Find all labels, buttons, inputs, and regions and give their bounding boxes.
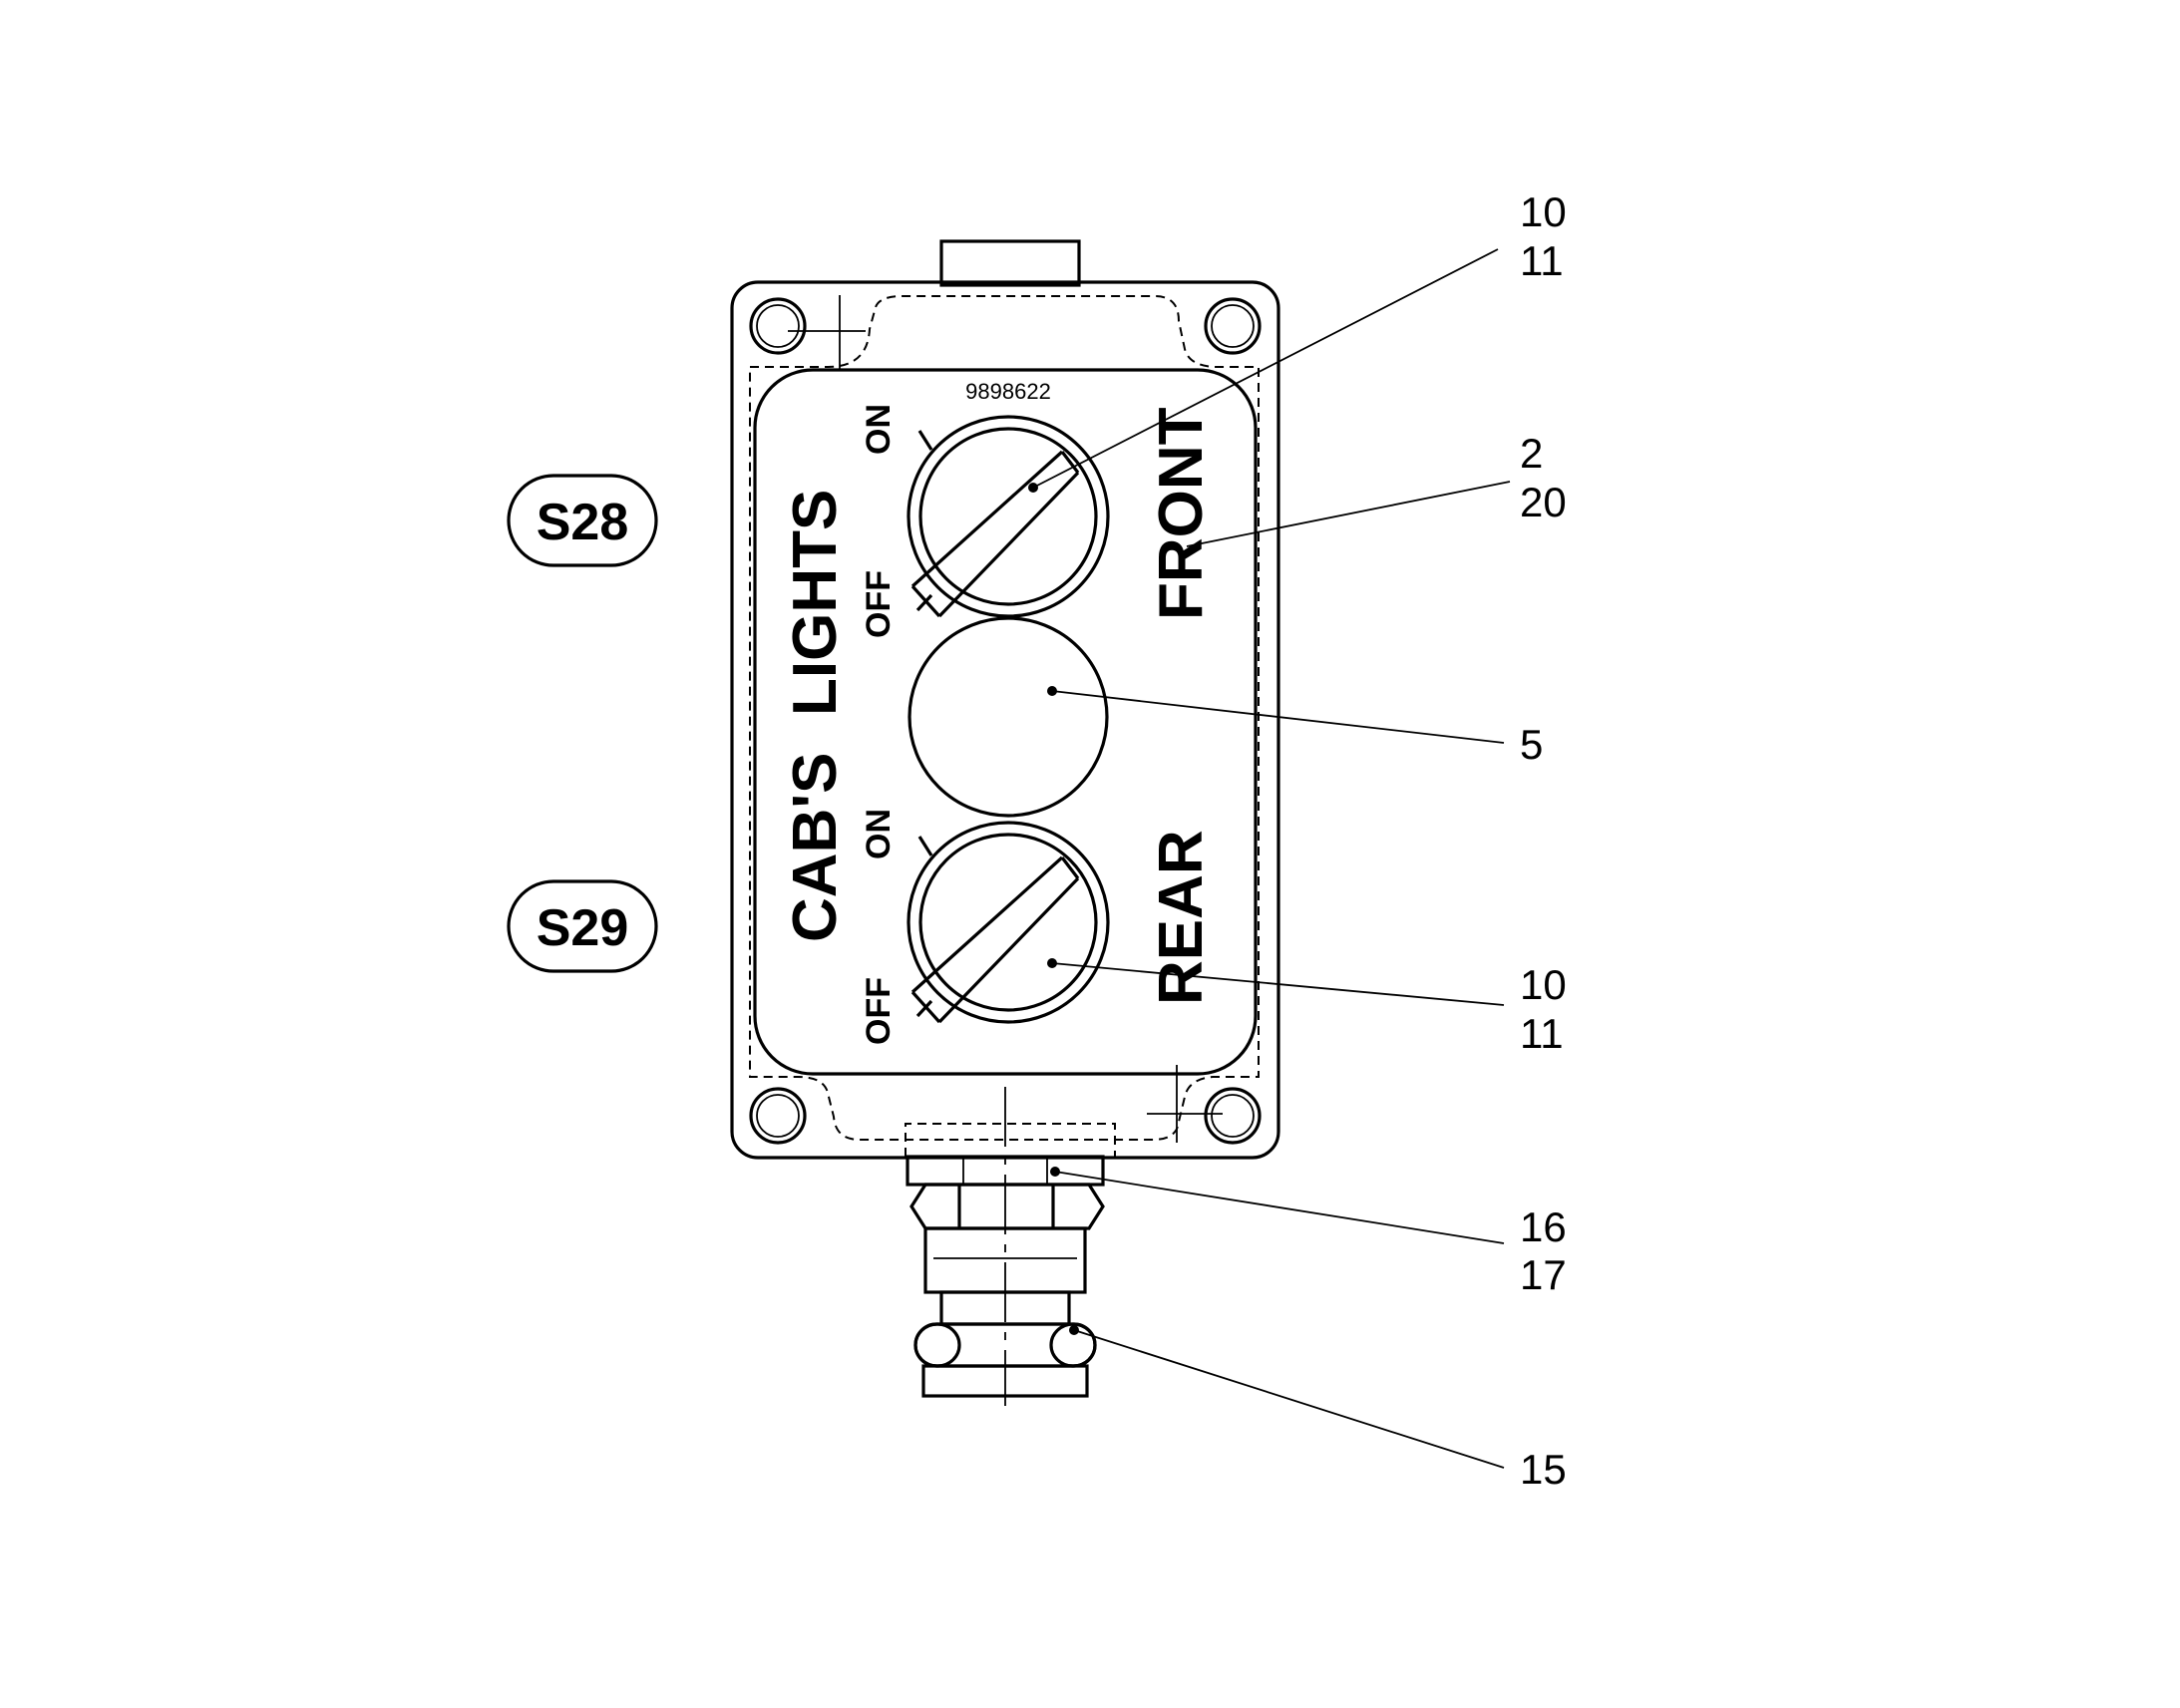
top-connector (939, 239, 1081, 287)
rear-label: REAR (1147, 830, 1216, 1005)
screw-bottom-right (1204, 1087, 1262, 1145)
reference-tag-s29: S29 (507, 879, 658, 973)
screw-top-left (749, 297, 807, 355)
cable-gland (906, 1155, 1105, 1398)
callout-number: 10 (1520, 188, 1567, 235)
upper-off-label: OFF (860, 570, 898, 638)
front-label: FRONT (1147, 407, 1216, 620)
callout-number: 5 (1520, 721, 1543, 768)
svg-text:S29: S29 (537, 899, 629, 957)
cabs-label: CAB'S (781, 753, 850, 942)
callout-number: 2 (1520, 430, 1543, 477)
callout-number: 11 (1520, 237, 1564, 284)
switch-lower (907, 821, 1110, 1024)
callout-leaders (1028, 248, 1511, 1469)
screw-bottom-left (749, 1087, 807, 1145)
lower-off-label: OFF (860, 977, 898, 1045)
hidden-bottom-boss (905, 1123, 1116, 1157)
callout-number: 16 (1520, 1203, 1567, 1250)
callout-number: 10 (1520, 961, 1567, 1008)
callout-number: 15 (1520, 1446, 1567, 1493)
lower-on-label: ON (860, 809, 898, 859)
center-mark-bottom (1147, 1065, 1223, 1143)
svg-text:S28: S28 (537, 494, 629, 551)
label-plate (753, 368, 1258, 1076)
center-mark-top (788, 295, 866, 371)
hidden-inner-outline (749, 295, 1260, 1141)
blank-cover (908, 616, 1109, 818)
upper-on-label: ON (860, 404, 898, 455)
callout-number: 17 (1520, 1251, 1567, 1298)
lights-label: LIGHTS (781, 490, 850, 716)
callout-number: 20 (1520, 479, 1567, 525)
reference-tag-s28: S28 (507, 474, 658, 567)
callout-number: 11 (1520, 1010, 1564, 1057)
screw-top-right (1204, 297, 1262, 355)
part-number-label: 9898622 (965, 379, 1051, 404)
switch-upper (907, 415, 1110, 618)
